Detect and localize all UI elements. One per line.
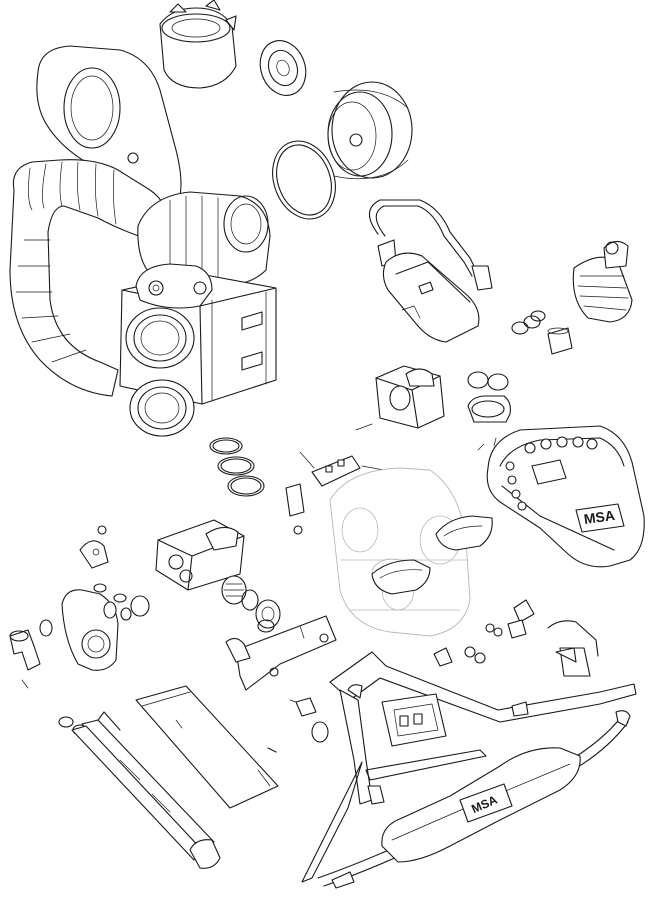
diaphragm-cup: [327, 81, 413, 180]
tag-cable: [547, 620, 599, 677]
demand-valve-cap: [79, 525, 109, 569]
bellows-elbow: [572, 240, 633, 323]
backplate-ghost: [329, 467, 471, 637]
crown-connector: [159, 0, 237, 89]
gasket-small-set: [241, 589, 281, 633]
hose-clips-middle: [467, 371, 511, 423]
side-pad-right: [435, 515, 493, 551]
o-ring-large: [272, 140, 336, 220]
harness-frame: [301, 651, 637, 883]
electronic-module: MSA: [477, 425, 645, 568]
flat-washer: [259, 40, 307, 96]
sleeve-block: [155, 519, 245, 591]
cylinder-strap: [58, 711, 221, 869]
shoulder-harness: MSA: [317, 710, 631, 889]
pressure-gauge-hose: [368, 199, 493, 343]
module-logo: MSA: [583, 507, 616, 527]
lower-fittings: [289, 599, 535, 743]
demand-valve-body: [61, 583, 150, 671]
pressure-reducer: [375, 365, 445, 429]
hose-clips-upper: [511, 310, 573, 355]
side-pad-left: [371, 559, 431, 595]
main-valve-housing: [9, 45, 277, 437]
mesh-filter: [221, 575, 247, 605]
mounting-plate: [225, 615, 337, 691]
electrical-connector: [285, 423, 385, 535]
cylinder-band: [135, 685, 279, 809]
elbow-adapter: [9, 619, 53, 689]
hose-clamps: [209, 437, 265, 497]
